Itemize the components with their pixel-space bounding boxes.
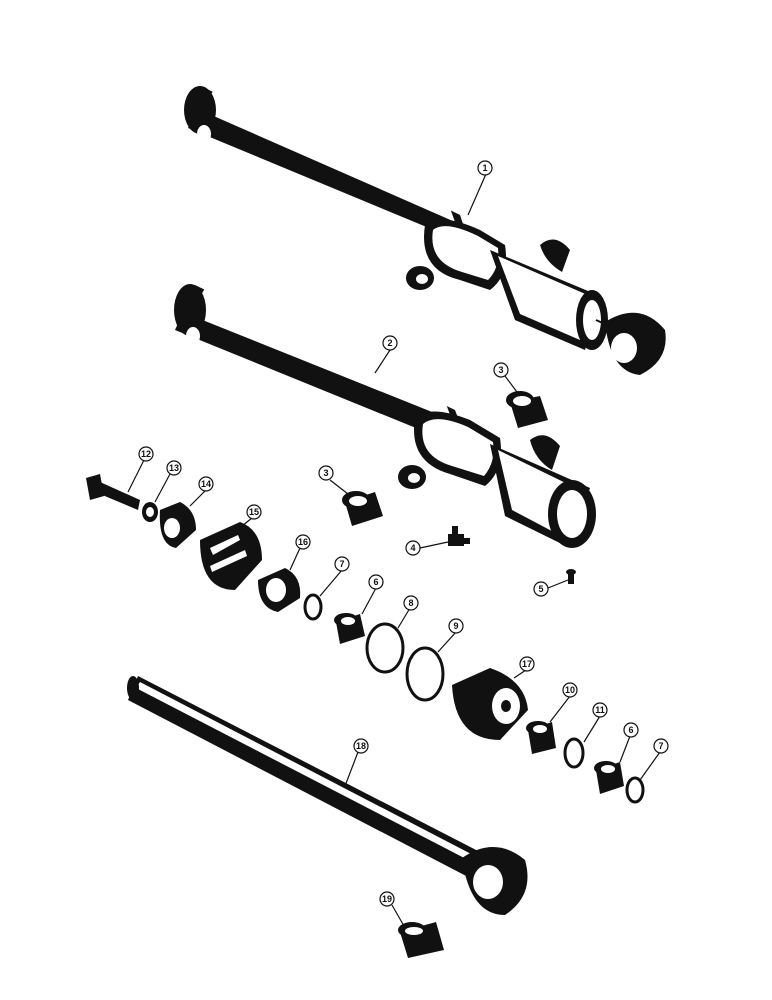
- callout-5: 5: [533, 581, 549, 597]
- o-ring-part-7-upper: [303, 593, 323, 621]
- bushing-part-10: [526, 721, 556, 754]
- screw-part-5: [566, 569, 576, 584]
- gland-part-17: [452, 668, 528, 740]
- ring-part-11: [563, 737, 585, 769]
- callout-14: 14: [198, 476, 214, 492]
- bushing-part-6-upper: [334, 613, 365, 644]
- callout-8: 8: [403, 595, 419, 611]
- leader-lines: [127, 173, 661, 927]
- callout-6-lower: 6: [623, 722, 639, 738]
- bolt-part-12: [86, 474, 140, 510]
- svg-text:7: 7: [658, 741, 663, 751]
- cylinder-assembly-part-1: [184, 86, 666, 375]
- ring-part-16: [258, 568, 301, 612]
- svg-text:4: 4: [410, 543, 415, 553]
- svg-text:3: 3: [323, 468, 328, 478]
- callout-12: 12: [138, 446, 154, 462]
- svg-text:14: 14: [201, 479, 211, 489]
- callout-9: 9: [448, 618, 464, 634]
- svg-text:9: 9: [453, 621, 458, 631]
- callout-3-lower: 3: [318, 465, 334, 481]
- svg-text:19: 19: [382, 894, 392, 904]
- washer-part-13: [142, 502, 158, 522]
- callout-13: 13: [166, 460, 182, 476]
- callout-3-upper: 3: [493, 362, 509, 378]
- callout-19: 19: [379, 891, 395, 907]
- bushing-part-19: [398, 922, 444, 958]
- svg-text:6: 6: [373, 577, 378, 587]
- svg-text:2: 2: [387, 338, 392, 348]
- svg-text:5: 5: [538, 584, 543, 594]
- nut-part-14: [159, 502, 196, 548]
- callout-1: 1: [477, 160, 493, 176]
- callout-7-lower: 7: [653, 738, 669, 754]
- callout-6-upper: 6: [368, 574, 384, 590]
- callout-15: 15: [246, 504, 262, 520]
- grease-fitting-part-4: [448, 526, 470, 546]
- svg-text:10: 10: [565, 685, 575, 695]
- svg-text:16: 16: [298, 537, 308, 547]
- ring-part-9: [405, 646, 445, 702]
- bushing-part-3-upper: [506, 391, 548, 428]
- svg-text:11: 11: [595, 705, 605, 715]
- callout-2: 2: [382, 335, 398, 351]
- svg-text:15: 15: [249, 507, 259, 517]
- callout-4: 4: [405, 540, 421, 556]
- svg-text:17: 17: [522, 659, 532, 669]
- bushing-part-3-lower: [342, 491, 383, 526]
- o-ring-part-8: [365, 622, 405, 674]
- bushing-part-6-lower: [594, 761, 624, 794]
- callout-16: 16: [295, 534, 311, 550]
- svg-text:7: 7: [339, 559, 344, 569]
- svg-text:12: 12: [141, 449, 151, 459]
- callout-18: 18: [353, 738, 369, 754]
- svg-text:6: 6: [628, 725, 633, 735]
- svg-text:1: 1: [482, 163, 487, 173]
- o-ring-part-7-lower: [625, 776, 645, 804]
- callout-10: 10: [562, 682, 578, 698]
- callout-11: 11: [592, 702, 608, 718]
- piston-rod-part-18: [127, 676, 528, 915]
- callout-17: 17: [519, 656, 535, 672]
- callout-7-upper: 7: [334, 556, 350, 572]
- svg-text:18: 18: [356, 741, 366, 751]
- piston-part-15: [200, 522, 262, 590]
- svg-text:3: 3: [498, 365, 503, 375]
- svg-text:13: 13: [169, 463, 179, 473]
- cylinder-tube-part-2: [174, 284, 596, 548]
- svg-text:8: 8: [408, 598, 413, 608]
